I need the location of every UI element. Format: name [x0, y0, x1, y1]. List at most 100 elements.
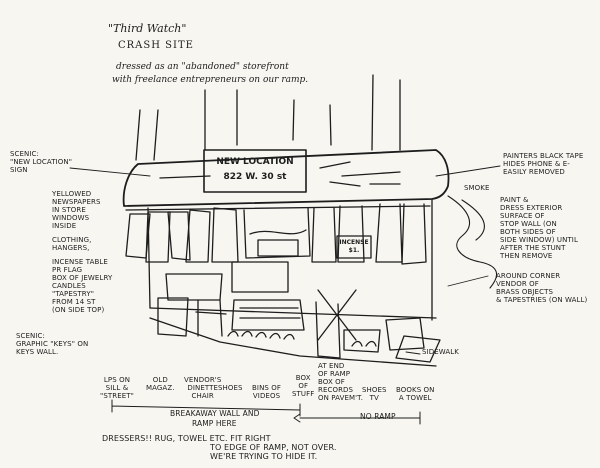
note-line: HIDES PHONE & E- — [503, 160, 570, 168]
note-line: A TOWEL — [398, 394, 432, 402]
note-line: & TAPESTRIES (ON WALL) — [496, 296, 588, 304]
crate — [157, 297, 189, 337]
note-line: VENDOR OF — [496, 280, 539, 288]
jewelry-box — [231, 261, 289, 293]
leader-line — [447, 275, 489, 287]
pillar — [292, 99, 295, 141]
note-line: FROM 14 ST — [52, 298, 96, 306]
pillar — [153, 109, 159, 161]
note-line: SHOES — [362, 386, 387, 394]
record-bins — [239, 307, 301, 319]
note-line: BOOKS ON — [396, 386, 435, 394]
note-line: CANDLES — [52, 282, 86, 290]
pillar — [371, 74, 374, 151]
smoke-note: SMOKE — [464, 184, 490, 192]
note-line: KEYS WALL. — [16, 348, 59, 356]
storefront-floor — [149, 307, 437, 319]
tapestry-fold — [249, 229, 307, 235]
note-line: YELLOWED — [52, 190, 92, 198]
sidewalk-edge — [149, 317, 437, 367]
note-line: "street" — [100, 392, 134, 400]
note-line: PAINT & — [500, 196, 529, 204]
tapestry — [243, 207, 311, 259]
leader-line — [435, 165, 501, 177]
note-line: BINS OF — [252, 384, 282, 392]
hanging-shirt — [185, 209, 211, 263]
hanging-shirt — [167, 211, 191, 261]
title-line-1: "Third Watch" — [108, 22, 187, 35]
shoes-row — [227, 330, 295, 340]
note-line: CHAIR — [191, 392, 214, 400]
note-line: (ON SIDE TOP) — [52, 306, 105, 314]
label-videos: BINS OF VIDEOS — [252, 384, 281, 400]
note-line: SURFACE OF — [500, 212, 545, 220]
pillar — [135, 109, 141, 161]
note-line: HANGERS, — [52, 244, 90, 252]
note-line: OLD — [152, 376, 168, 384]
sign-line-1: NEW LOCATION — [216, 157, 294, 167]
note-line: DRESS EXTERIOR — [500, 204, 563, 212]
label-records: AT END OF RAMP BOX OF RECORDS ON PAVEM'T… — [318, 362, 363, 402]
storefront-frame — [147, 207, 151, 309]
scenic-sign-note: SCENIC: "NEW LOCATION" SIGN — [10, 150, 72, 174]
note-line: SIDE WINDOW) UNTIL — [500, 236, 578, 244]
note-line: STOP WALL (ON — [500, 220, 557, 228]
incense-sign-line-2: $1. — [348, 247, 360, 254]
label-lps: LPs on sill & "street" — [100, 376, 134, 400]
note-line: BOX OF — [318, 378, 345, 386]
footer-line-1: DRESSERS!! RUG, TOWEL ETC. FIT RIGHT — [102, 434, 271, 443]
pillar — [329, 104, 332, 146]
footer-line-2: TO EDGE OF RAMP, NOT OVER. — [210, 443, 337, 452]
note-line: THEN REMOVE — [500, 252, 553, 260]
scenic-keys-note: SCENIC: GRAPHIC "KEYS" ON KEYS WALL. — [16, 332, 88, 356]
title-line-4: with freelance entrepreneurs on our ramp… — [112, 75, 309, 85]
tv — [385, 317, 425, 351]
note-line: LPs on — [103, 376, 131, 384]
title-line-3: dressed as an "abandoned" storefront — [116, 62, 289, 72]
footer-line-3: WE'RE TRYING TO HIDE IT. — [210, 452, 318, 461]
flag — [257, 239, 299, 257]
hanging-shirt — [145, 211, 171, 263]
note-line: SIGN — [10, 166, 28, 174]
breakaway-label: BREAKAWAY WALL AND — [170, 409, 260, 418]
chair — [195, 299, 227, 337]
note-line: STUFF — [292, 390, 315, 398]
label-shoes-tv: SHOES TV — [362, 386, 387, 402]
sign-board — [203, 149, 307, 193]
hanging-shirt — [337, 205, 365, 263]
note-line: PAINTERS BLACK TAPE — [503, 152, 584, 160]
smoke-curl — [447, 195, 498, 289]
leader-line — [405, 351, 421, 355]
note-line: AFTER the STUNT — [500, 244, 566, 252]
awning — [122, 149, 450, 207]
note-line: IN STORE — [52, 206, 86, 214]
awning-stripe — [159, 175, 211, 179]
note-line: "TAPESTRY" — [52, 290, 95, 298]
table — [165, 273, 223, 301]
note-line: OF RAMP — [318, 370, 351, 378]
note-line: AT END — [318, 362, 345, 370]
awning-stripe — [341, 171, 401, 177]
note-line: RECORDS — [318, 386, 354, 394]
smoke-curl — [461, 199, 485, 241]
incense-sign-line-1: INCENSE — [339, 239, 369, 246]
books-towel — [395, 335, 441, 363]
painters-note: PAINTERS BLACK TAPE HIDES PHONE & E- EAS… — [503, 152, 583, 176]
vendor-note: AROUND CORNER VENDOR OF BRASS OBJECTS & … — [496, 272, 587, 304]
incense-sign-board — [336, 235, 372, 259]
hanging-shirt — [211, 207, 239, 263]
awning-stripe — [329, 181, 361, 187]
note-line: OF — [298, 382, 309, 390]
note-line: BOX — [295, 374, 311, 382]
note-line: PR FLAG — [52, 266, 83, 274]
note-line: INCENSE TABLE — [52, 258, 108, 266]
label-books: BOOKS ON A TOWEL — [396, 386, 435, 402]
record-bins — [231, 299, 305, 331]
note-line: TV — [369, 394, 379, 402]
note-line: SCENIC: — [10, 150, 40, 158]
note-line: "NEW LOCATION" — [10, 158, 73, 166]
ramp-dimension — [293, 411, 421, 425]
note-line: GRAPHIC "KEYS" ON — [16, 340, 89, 348]
